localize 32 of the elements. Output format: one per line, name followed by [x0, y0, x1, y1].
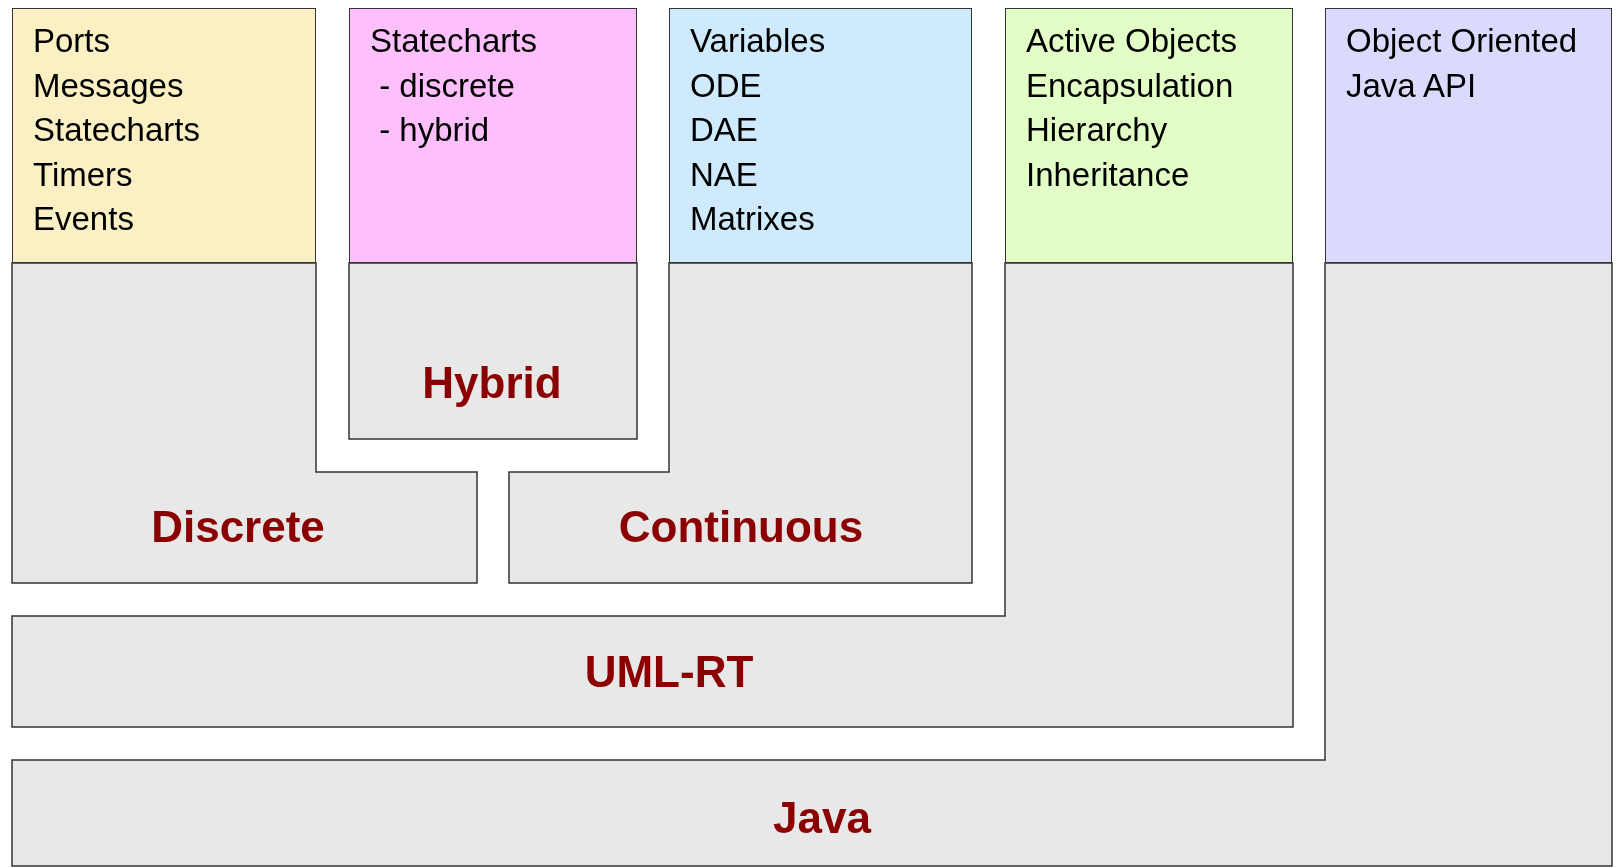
feature-item: Messages: [33, 65, 184, 106]
feature-item: Ports: [33, 21, 111, 61]
feature-item: Active Objects: [1026, 21, 1237, 61]
layer-panel: [12, 263, 1293, 727]
feature-box: [669, 8, 972, 263]
feature-item: Java API: [1346, 65, 1477, 106]
feature-item: Hierarchy: [1026, 110, 1168, 150]
feature-item: NAE: [690, 154, 758, 195]
feature-box: [1005, 8, 1293, 263]
feature-item: Encapsulation: [1026, 65, 1234, 106]
feature-box: [349, 8, 637, 263]
layer-panel: [12, 263, 1612, 866]
layer-panel: [349, 263, 637, 439]
feature-item: Object Oriented: [1346, 21, 1578, 61]
feature-item: Variables: [690, 21, 826, 61]
layer-title: UML-RT: [584, 647, 754, 697]
feature-item: - discrete: [378, 65, 515, 106]
layer-title: Java: [773, 793, 871, 843]
feature-item: ODE: [690, 65, 762, 106]
layer-title: Discrete: [151, 502, 325, 552]
feature-box: [1325, 8, 1612, 263]
layer-title: Continuous: [618, 502, 864, 552]
feature-item: Matrixes: [690, 199, 815, 239]
feature-item: Statecharts: [33, 110, 200, 150]
feature-item: - hybrid: [378, 110, 490, 150]
feature-item: Timers: [33, 154, 133, 195]
feature-item: Events: [33, 199, 134, 239]
layer-title: Hybrid: [422, 358, 562, 408]
feature-item: Inheritance: [1026, 154, 1190, 195]
feature-box: [12, 8, 316, 263]
feature-item: DAE: [690, 110, 758, 150]
feature-item: Statecharts: [370, 21, 537, 61]
